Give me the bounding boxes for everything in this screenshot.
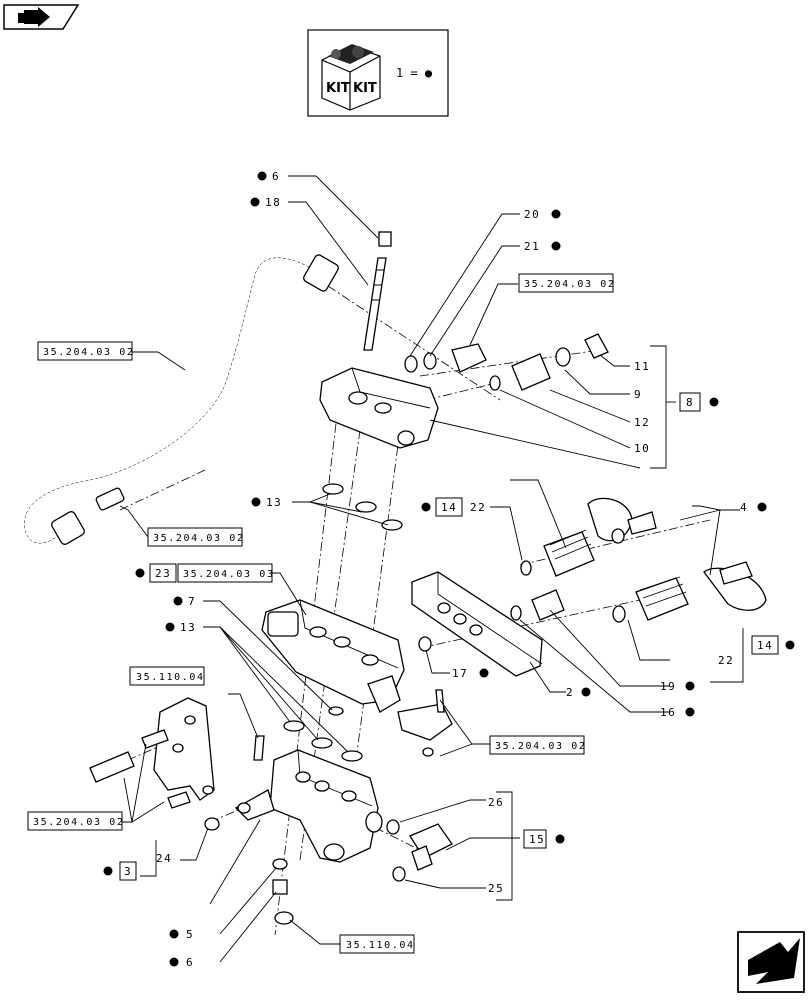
svg-text:26: 26: [488, 796, 504, 809]
callout-6-top: 6: [257, 170, 280, 183]
bottom-small-parts: [204, 817, 453, 925]
svg-text:13: 13: [180, 621, 196, 634]
svg-text:4: 4: [740, 501, 748, 514]
ref-box-lever[interactable]: 35.204.03 02: [489, 735, 586, 755]
svg-text:35.204.03 02: 35.204.03 02: [43, 347, 134, 358]
callout-17: 17: [452, 667, 489, 680]
svg-text:25: 25: [488, 882, 504, 895]
boxed-14-lower: 14: [751, 635, 795, 655]
ref-box-valve-top[interactable]: 35.204.03 02: [518, 273, 615, 293]
svg-text:15: 15: [529, 833, 545, 846]
inlet-section: [234, 749, 383, 863]
svg-text:21: 21: [524, 240, 540, 253]
svg-text:8: 8: [686, 396, 694, 409]
boxed-15: 15: [523, 829, 565, 849]
svg-text:20: 20: [524, 208, 540, 221]
callout-16: 16: [660, 706, 695, 719]
back-arrow-icon[interactable]: [3, 4, 80, 30]
kit-badge-right: KIT: [353, 81, 377, 96]
callout-20: 20: [524, 208, 561, 221]
kit-box-icon: KIT KIT: [321, 44, 381, 111]
svg-text:35.204.03 02: 35.204.03 02: [524, 279, 615, 290]
callout-25: 25: [488, 882, 504, 895]
svg-text:9: 9: [634, 388, 642, 401]
svg-text:6: 6: [272, 170, 280, 183]
ref-box-bracket-bottom[interactable]: 35.204.03 02: [27, 811, 124, 831]
quick-couplers-upper: [520, 497, 657, 577]
callout-11: 11: [634, 360, 650, 373]
svg-text:35.110.04: 35.110.04: [136, 672, 205, 683]
callout-9: 9: [634, 388, 642, 401]
ref-box-bracket-top[interactable]: 35.110.04: [129, 666, 205, 686]
callout-6-bottom: 6: [169, 956, 194, 969]
svg-text:12: 12: [634, 416, 650, 429]
svg-text:2: 2: [566, 686, 574, 699]
callout-2: 2: [566, 686, 591, 699]
callout-7: 7: [173, 595, 196, 608]
upper-seals-and-fittings: [404, 333, 609, 391]
control-lever: [397, 689, 453, 757]
ref-box-section-23[interactable]: 35.204.03 03: [177, 563, 274, 583]
boxed-3: 3: [103, 861, 137, 881]
ref-box-pipe-left[interactable]: 35.204.03 02: [37, 341, 134, 361]
svg-text:24: 24: [156, 852, 172, 865]
svg-text:6: 6: [186, 956, 194, 969]
svg-text:22: 22: [718, 654, 734, 667]
callout-18: 18: [250, 196, 281, 209]
callout-10: 10: [634, 442, 650, 455]
svg-text:35.204.03 02: 35.204.03 02: [33, 817, 124, 828]
svg-text:10: 10: [634, 442, 650, 455]
svg-text:14: 14: [441, 501, 457, 514]
svg-text:13: 13: [266, 496, 282, 509]
next-page-arrow-icon[interactable]: [737, 931, 805, 993]
svg-text:23: 23: [155, 567, 171, 580]
svg-text:35.204.03 02: 35.204.03 02: [495, 741, 586, 752]
svg-text:16: 16: [660, 706, 676, 719]
kit-equation: 1 = ●: [396, 66, 433, 80]
quick-couplers-lower: [612, 561, 767, 623]
ref-box-nut-bottom[interactable]: 35.110.04: [339, 934, 415, 954]
svg-text:17: 17: [452, 667, 468, 680]
seal-rings-upper: [322, 483, 403, 531]
callout-5: 5: [169, 928, 194, 941]
boxed-23: 23: [135, 563, 177, 583]
callout-13-lower: 13: [165, 621, 196, 634]
boxed-8: 8: [679, 392, 719, 412]
callout-26: 26: [488, 796, 504, 809]
svg-text:35.110.04: 35.110.04: [346, 940, 415, 951]
callout-12: 12: [634, 416, 650, 429]
upper-valve-cover: [319, 367, 439, 449]
callout-24: 24: [156, 852, 172, 865]
svg-text:35.204.03 02: 35.204.03 02: [153, 533, 244, 544]
spacer-bar: [411, 571, 543, 677]
svg-text:35.204.03 03: 35.204.03 03: [183, 569, 274, 580]
leader-lines: [119, 175, 744, 963]
kit-legend: KIT KIT 1 = ●: [307, 29, 449, 117]
misc-fittings-middle: [418, 589, 565, 652]
callout-19: 19: [660, 680, 695, 693]
callout-22-lower: 22: [718, 654, 734, 667]
svg-text:18: 18: [265, 196, 281, 209]
svg-text:14: 14: [757, 639, 773, 652]
mounting-bracket: [89, 697, 265, 809]
callout-13-upper: 13: [251, 496, 282, 509]
svg-text:11: 11: [634, 360, 650, 373]
hydraulic-pipe: [20, 253, 339, 548]
middle-valve-section: [261, 599, 405, 716]
tie-rod: [363, 231, 392, 351]
svg-text:19: 19: [660, 680, 676, 693]
kit-badge-left: KIT: [326, 81, 350, 96]
ref-box-pipe-lower[interactable]: 35.204.03 02: [147, 527, 244, 547]
callout-21: 21: [524, 240, 561, 253]
svg-text:7: 7: [188, 595, 196, 608]
boxed-14-upper: 14: [421, 497, 463, 517]
callout-4: 4: [740, 501, 767, 514]
callout-22-upper: 22: [470, 501, 486, 514]
svg-text:22: 22: [470, 501, 486, 514]
seal-rings-lower: [283, 720, 363, 762]
svg-text:5: 5: [186, 928, 194, 941]
svg-text:3: 3: [124, 865, 132, 878]
